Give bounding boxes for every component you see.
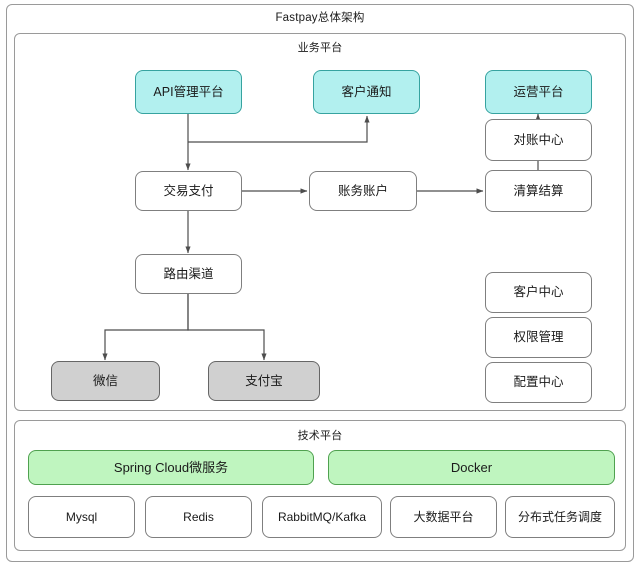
tech-platform-frame [14,420,626,551]
node-permission-management[interactable]: 权限管理 [485,317,592,358]
business-platform-title: 业务平台 [297,42,343,54]
tech-node-rabbitmq-kafka[interactable]: RabbitMQ/Kafka [262,496,382,538]
node-alipay[interactable]: 支付宝 [208,361,320,401]
tech-node-redis[interactable]: Redis [145,496,252,538]
node-wechat[interactable]: 微信 [51,361,160,401]
node-config-center[interactable]: 配置中心 [485,362,592,403]
node-reconcile-center[interactable]: 对账中心 [485,119,592,161]
node-api-platform[interactable]: API管理平台 [135,70,242,114]
tech-node-mysql[interactable]: Mysql [28,496,135,538]
diagram-title: Fastpay总体架构 [275,12,365,24]
node-clearing-settlement[interactable]: 清算结算 [485,170,592,212]
tech-node-distributed-scheduler[interactable]: 分布式任务调度 [505,496,615,538]
tech-node-bigdata-platform[interactable]: 大数据平台 [390,496,497,538]
tech-node-docker[interactable]: Docker [328,450,615,485]
node-account-ledger[interactable]: 账务账户 [309,171,417,211]
node-customer-center[interactable]: 客户中心 [485,272,592,313]
node-operation-platform[interactable]: 运营平台 [485,70,592,114]
business-platform-frame [14,33,626,411]
node-routing-channel[interactable]: 路由渠道 [135,254,242,294]
node-trade-payment[interactable]: 交易支付 [135,171,242,211]
tech-node-spring-cloud[interactable]: Spring Cloud微服务 [28,450,314,485]
outer-frame [6,4,634,562]
node-customer-notify[interactable]: 客户通知 [313,70,420,114]
tech-platform-title: 技术平台 [297,430,343,442]
